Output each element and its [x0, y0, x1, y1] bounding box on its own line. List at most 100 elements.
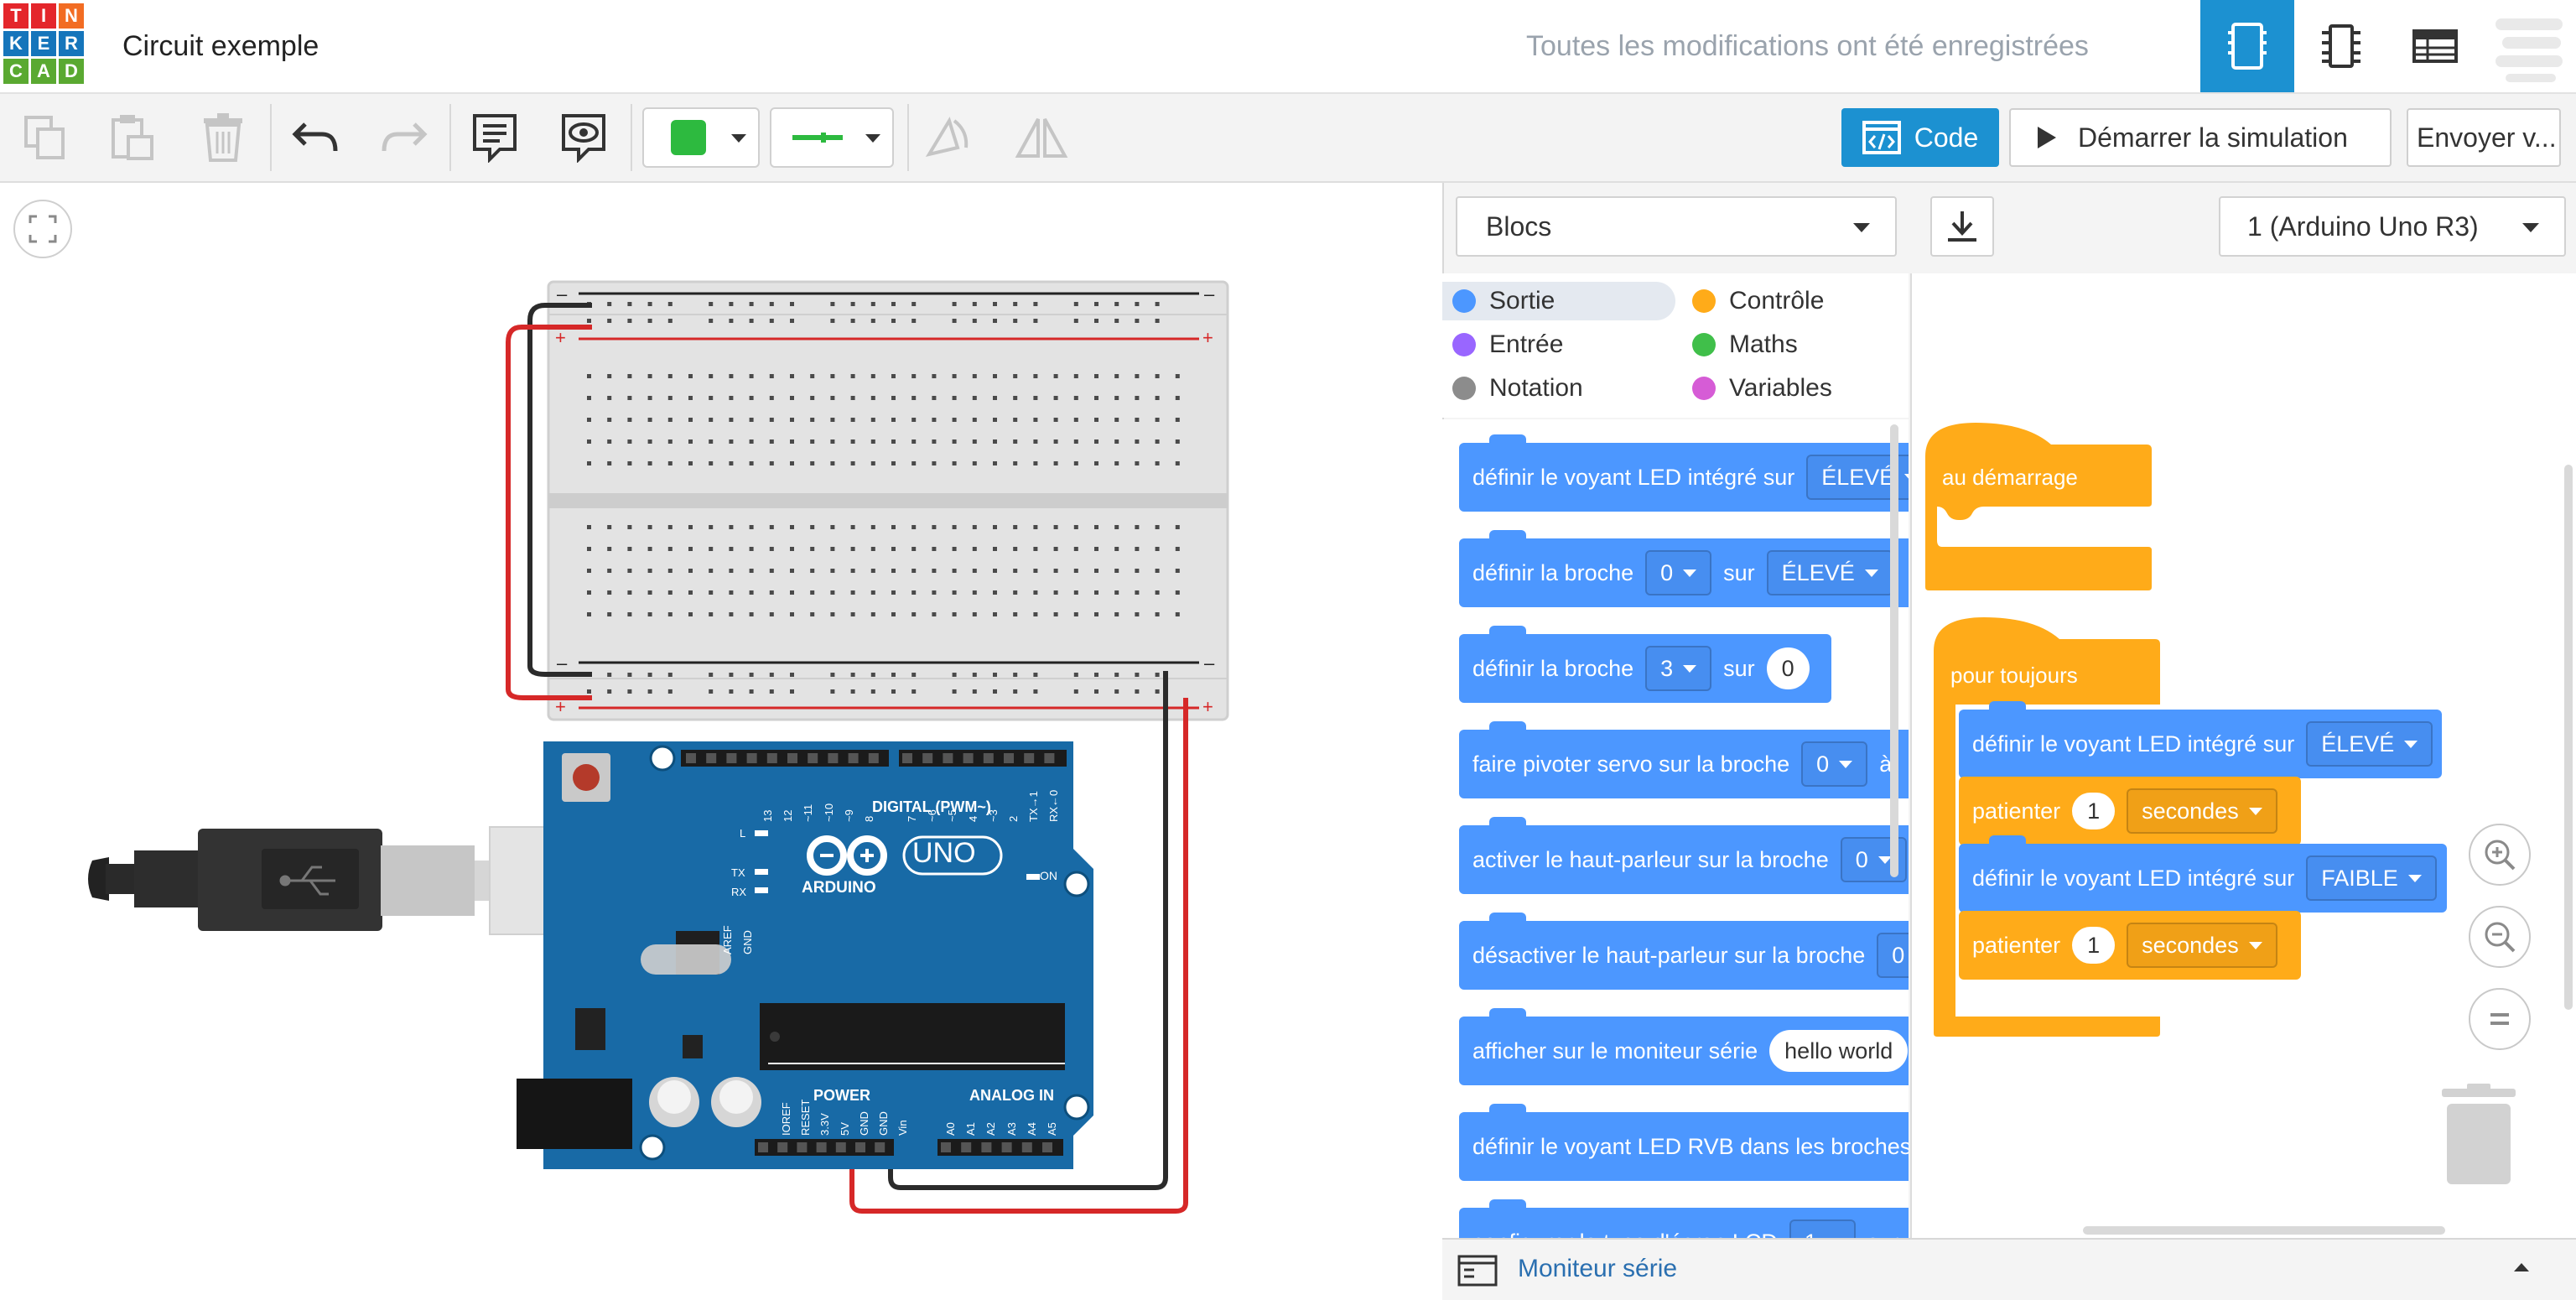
workspace-block-led-low[interactable]: définir le voyant LED intégré sur FAIBLE — [1959, 835, 2447, 913]
workspace-block-wait-2[interactable]: patienter 1 secondes — [1959, 911, 2301, 980]
zoom-in-button[interactable] — [2469, 824, 2531, 886]
user-avatar[interactable] — [2487, 7, 2571, 87]
serial-monitor-bar[interactable]: Moniteur série — [1442, 1238, 2576, 1300]
category-controle[interactable]: Contrôle — [1682, 282, 1824, 320]
category-variables[interactable]: Variables — [1682, 369, 1832, 408]
forever-block-shape — [1934, 617, 2160, 1037]
pin-label: 12 — [782, 809, 795, 822]
dropdown[interactable]: 0 — [1801, 741, 1868, 787]
schematic-view-button[interactable] — [2294, 0, 2388, 92]
undo-button[interactable] — [282, 106, 349, 169]
design-title[interactable]: Circuit exemple — [122, 30, 319, 62]
copy-button[interactable] — [12, 106, 79, 169]
color-swatch — [671, 120, 706, 155]
aref-label: AREF — [721, 925, 734, 954]
uno-wordmark: UNO — [912, 837, 976, 869]
dropdown[interactable]: 0 — [1877, 933, 1909, 978]
palette-block-serial-print[interactable]: afficher sur le moniteur série hello wor… — [1459, 1008, 1909, 1085]
paste-button[interactable] — [99, 106, 166, 169]
pin-label: ~9 — [842, 809, 855, 822]
arduino-uno-board[interactable] — [517, 741, 1093, 1169]
pin-label: 7 — [906, 815, 918, 822]
palette-block-set-pin-value[interactable]: définir la broche 3 sur 0 — [1459, 626, 1831, 703]
svg-text:–: – — [557, 283, 568, 304]
palette-block-speaker-on[interactable]: activer le haut-parleur sur la broche 0 — [1459, 817, 1909, 894]
breadboard[interactable]: ++++ –––– — [547, 280, 1229, 721]
category-entree[interactable]: Entrée — [1442, 325, 1563, 364]
color-picker[interactable] — [642, 107, 760, 168]
chevron-down-icon — [731, 134, 746, 143]
rotate-button[interactable] — [914, 106, 981, 169]
note-icon — [473, 114, 517, 163]
reset-zoom-button[interactable] — [2469, 988, 2531, 1050]
dropdown[interactable]: ÉLEVÉ — [2306, 721, 2433, 767]
number-input[interactable]: 1 — [2072, 927, 2116, 964]
zoom-to-fit-button[interactable] — [13, 200, 72, 258]
chevron-down-icon — [1904, 473, 1909, 481]
send-to-button[interactable]: Envoyer v... — [2407, 108, 2561, 167]
circuit-drawing: ++++ –––– — [88, 280, 1229, 1214]
dropdown[interactable]: 3 — [1645, 646, 1712, 691]
logo-letter: D — [59, 59, 84, 84]
component-list-button[interactable] — [2388, 0, 2482, 92]
palette-scrollbar[interactable] — [1890, 424, 1898, 877]
category-dot — [1692, 289, 1716, 313]
pin-label: ~5 — [946, 809, 959, 822]
dropdown[interactable]: 0 — [1645, 550, 1712, 595]
delete-button[interactable] — [190, 106, 257, 169]
chevron-down-icon — [2248, 941, 2262, 949]
svg-text:+: + — [555, 696, 566, 717]
start-hat-shape — [1925, 423, 2152, 590]
code-button[interactable]: Code — [1841, 108, 1999, 167]
dropdown[interactable]: secondes — [2127, 788, 2277, 834]
download-code-button[interactable] — [1930, 196, 1994, 257]
workspace-vertical-scrollbar[interactable] — [2564, 465, 2573, 1010]
chevron-up-icon[interactable] — [2514, 1263, 2529, 1271]
flip-button[interactable] — [1008, 106, 1075, 169]
category-sortie[interactable]: Sortie — [1442, 282, 1675, 320]
block-palette[interactable]: définir le voyant LED intégré sur ÉLEVÉ … — [1442, 419, 1909, 1238]
workspace-horizontal-scrollbar[interactable] — [2083, 1226, 2445, 1235]
editor-mode-select[interactable]: Blocs — [1456, 196, 1897, 257]
chevron-down-icon — [1683, 569, 1697, 577]
wire-icon — [792, 133, 843, 143]
dropdown[interactable]: ÉLEVÉ — [1766, 550, 1893, 595]
code-icon — [1862, 121, 1901, 154]
palette-block-lcd-type[interactable]: configurer le type d'écran LCD 1 sur — [1459, 1199, 1909, 1238]
text-input[interactable]: hello world — [1769, 1030, 1909, 1072]
dropdown[interactable]: secondes — [2127, 923, 2277, 968]
palette-block-servo[interactable]: faire pivoter servo sur la broche 0 à — [1459, 721, 1909, 798]
start-simulation-button[interactable]: Démarrer la simulation — [2009, 108, 2392, 167]
device-select[interactable]: 1 (Arduino Uno R3) — [2219, 196, 2566, 257]
workspace-block-wait-1[interactable]: patienter 1 secondes — [1959, 777, 2301, 845]
workspace-block-led-high[interactable]: définir le voyant LED intégré sur ÉLEVÉ — [1959, 701, 2442, 778]
pin-label: 4 — [966, 815, 979, 822]
category-dot — [1452, 377, 1476, 400]
chevron-down-icon — [865, 134, 880, 143]
category-notation[interactable]: Notation — [1442, 369, 1583, 408]
category-maths[interactable]: Maths — [1682, 325, 1798, 364]
number-input[interactable]: 0 — [1766, 647, 1810, 689]
wires[interactable] — [506, 303, 1188, 1214]
palette-block-speaker-off[interactable]: désactiver le haut-parleur sur la broche… — [1459, 913, 1909, 990]
palette-block-builtin-led[interactable]: définir le voyant LED intégré sur ÉLEVÉ — [1459, 434, 1909, 512]
number-input[interactable]: 1 — [2072, 793, 2116, 829]
redo-button[interactable] — [371, 106, 438, 169]
wire-type-picker[interactable] — [770, 107, 894, 168]
dropdown[interactable]: FAIBLE — [2306, 855, 2437, 901]
palette-block-rgb-led[interactable]: définir le voyant LED RVB dans les broch… — [1459, 1104, 1909, 1181]
circuit-canvas[interactable]: ++++ –––– — [0, 183, 1441, 1298]
blocks-workspace[interactable]: au démarrage pour toujours définir le vo… — [1910, 273, 2576, 1238]
zoom-out-button[interactable] — [2469, 906, 2531, 968]
circuit-view-button[interactable] — [2200, 0, 2294, 92]
palette-block-set-pin[interactable]: définir la broche 0 sur ÉLEVÉ — [1459, 530, 1909, 607]
notes-button[interactable] — [461, 106, 528, 169]
category-dot — [1692, 333, 1716, 356]
svg-text:–: – — [1204, 653, 1215, 673]
pin-label: ~3 — [986, 809, 1000, 822]
workspace-trash-icon[interactable] — [2438, 1084, 2519, 1188]
pin-label: GND — [877, 1111, 890, 1136]
dropdown[interactable]: 1 — [1789, 1219, 1856, 1238]
toggle-notes-button[interactable] — [550, 106, 617, 169]
